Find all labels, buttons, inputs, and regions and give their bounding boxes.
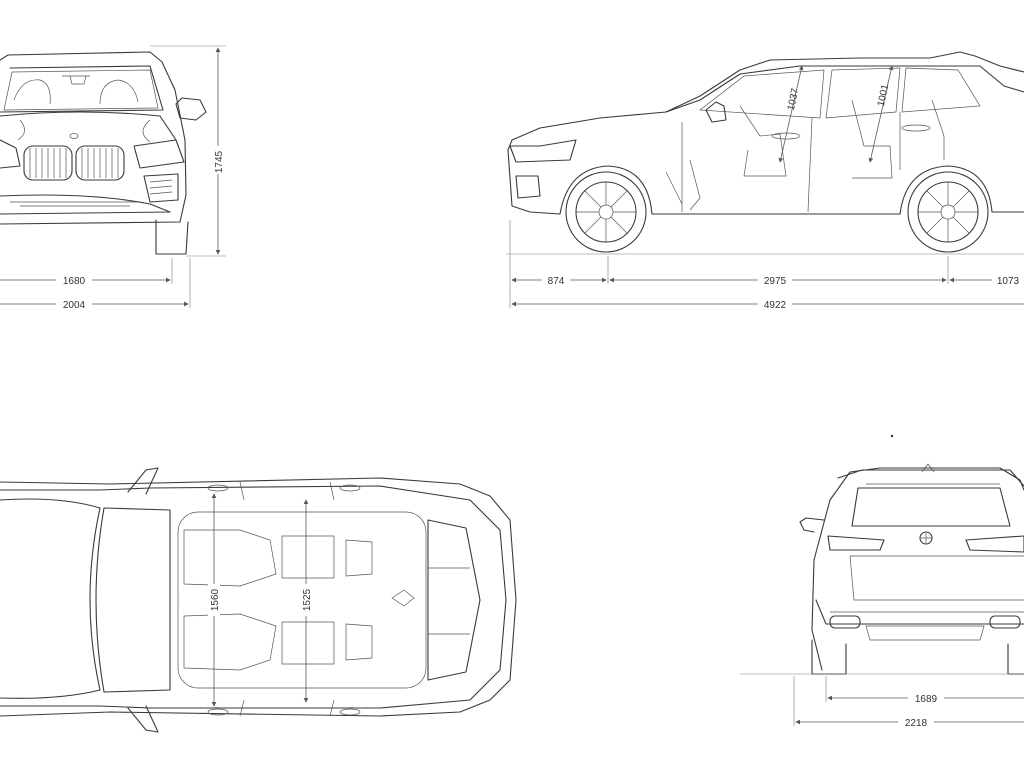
side-view [506, 51, 1024, 308]
front-track-label: 1680 [63, 276, 86, 287]
rear-view [740, 434, 1024, 726]
rear-overhang-label: 1073 [997, 276, 1020, 287]
height-label: 1745 [214, 150, 225, 173]
front-view [0, 45, 226, 308]
rear-track-label: 1689 [915, 694, 938, 705]
overall-length-label: 4922 [764, 300, 787, 311]
rear-headroom-label: 1001 [876, 83, 891, 107]
front-overhang-label: 874 [548, 276, 565, 287]
rear-width-label: 2218 [905, 718, 928, 729]
top-view [0, 467, 517, 733]
front-headroom-label: 1037 [786, 87, 801, 111]
wheelbase-label: 2975 [764, 276, 787, 287]
rear-shoulder-width-label: 1525 [302, 588, 313, 611]
front-shoulder-width-label: 1560 [210, 588, 221, 611]
front-width-label: 2004 [63, 300, 86, 311]
